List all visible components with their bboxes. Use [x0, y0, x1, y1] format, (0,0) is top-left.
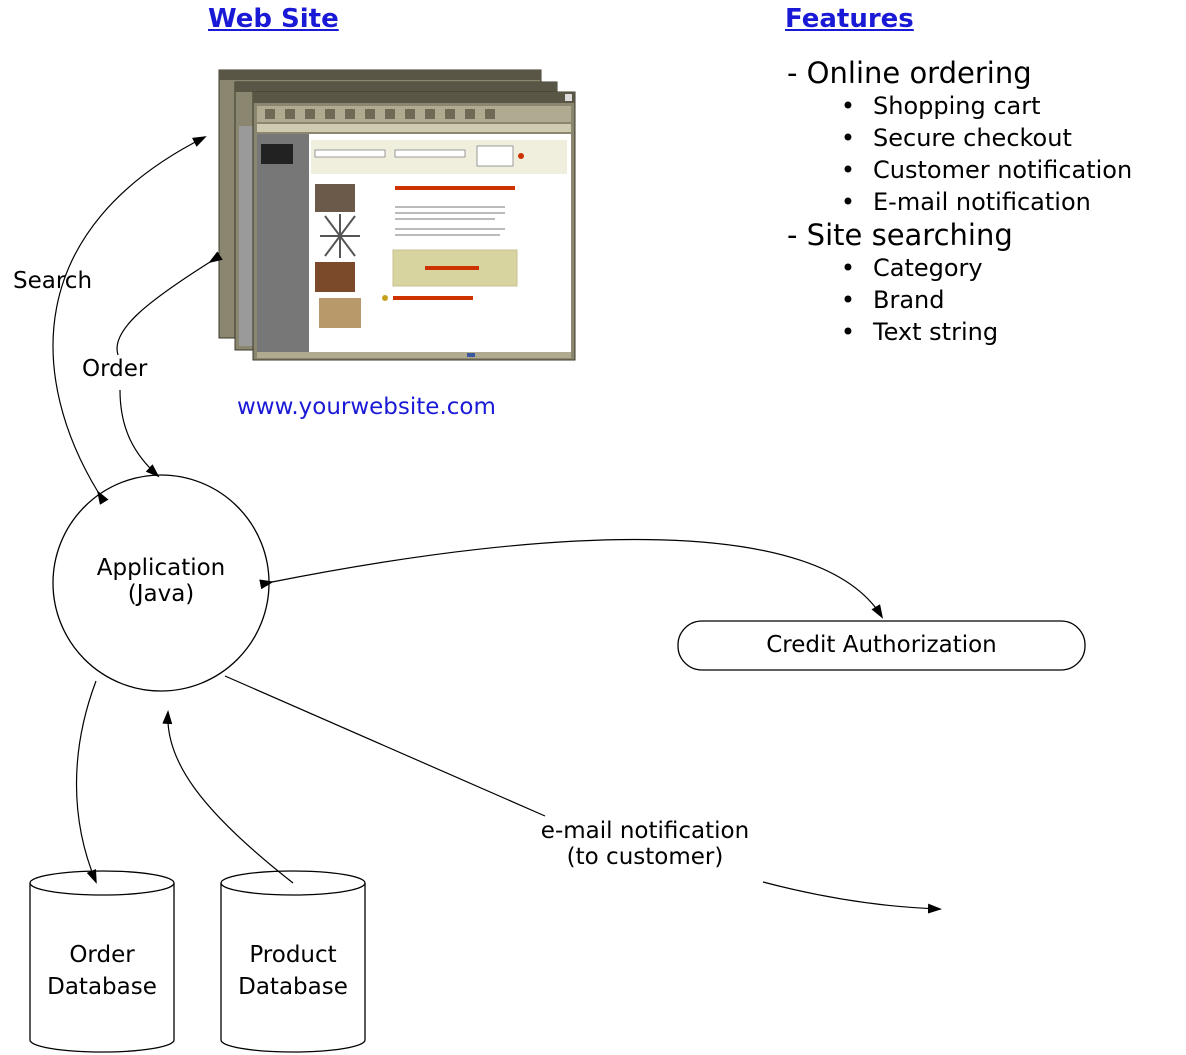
feature-item: • Text string: [823, 316, 1132, 348]
feature-item: • Secure checkout: [823, 122, 1132, 154]
email-arrow-start: [224, 675, 546, 817]
product-db-arrow: [162, 710, 294, 884]
feature-item: • E-mail notification: [823, 186, 1132, 218]
order-database-node: [29, 870, 175, 1053]
credit-authorization-label: Credit Authorization: [766, 632, 997, 658]
feature-group-title: - Online ordering: [787, 56, 1032, 90]
feature-group-title: - Site searching: [787, 218, 1013, 252]
application-label-line1: Application: [96, 555, 226, 581]
bullet-icon: •: [840, 124, 856, 152]
features-list: - Online ordering • Shopping cart • Secure…: [787, 56, 1132, 348]
website-screenshot-image: [218, 69, 576, 361]
credit-authorization-node: [677, 620, 1086, 671]
search-arrow: [52, 136, 207, 505]
email-notification-label: e-mail notification (to customer): [500, 818, 790, 870]
product-database-label: Product Database: [221, 939, 365, 1003]
feature-item: • Shopping cart: [823, 90, 1132, 122]
bullet-icon: •: [840, 156, 856, 184]
order-db-arrow: [75, 680, 97, 884]
search-label: Search: [13, 268, 93, 294]
bullet-icon: •: [840, 318, 856, 346]
product-database-label-line1: Product: [249, 942, 337, 968]
order-database-label-line1: Order: [69, 942, 135, 968]
feature-item-label: Category: [873, 254, 983, 282]
feature-item-label: Text string: [873, 318, 999, 346]
feature-item-label: Brand: [873, 286, 945, 314]
application-label-line2: (Java): [127, 581, 195, 607]
order-arrow-up: [116, 251, 223, 356]
feature-item: • Brand: [823, 284, 1132, 316]
application-label: Application (Java): [53, 555, 269, 607]
web-site-heading[interactable]: Web Site: [208, 4, 339, 34]
feature-item-label: E-mail notification: [873, 188, 1091, 216]
order-database-label-line2: Database: [47, 974, 157, 1000]
browser-window-front: [252, 91, 576, 361]
order-database-label: Order Database: [30, 939, 174, 1003]
feature-item-label: Customer notification: [873, 156, 1133, 184]
email-label-line2: (to customer): [566, 844, 724, 870]
bullet-icon: •: [840, 188, 856, 216]
bullet-icon: •: [840, 286, 856, 314]
email-arrow-end: [762, 881, 942, 914]
product-database-label-line2: Database: [238, 974, 348, 1000]
order-arrow-down: [119, 389, 160, 478]
feature-item-label: Secure checkout: [873, 124, 1072, 152]
feature-item-label: Shopping cart: [873, 92, 1041, 120]
email-label-line1: e-mail notification: [540, 818, 750, 844]
features-heading[interactable]: Features: [785, 4, 914, 34]
feature-item: • Category: [823, 252, 1132, 284]
credit-authorization-arrow: [259, 538, 884, 619]
bullet-icon: •: [840, 92, 856, 120]
order-label: Order: [82, 356, 148, 382]
feature-item: • Customer notification: [823, 154, 1132, 186]
bullet-icon: •: [840, 254, 856, 282]
website-url[interactable]: www.yourwebsite.com: [237, 394, 496, 420]
